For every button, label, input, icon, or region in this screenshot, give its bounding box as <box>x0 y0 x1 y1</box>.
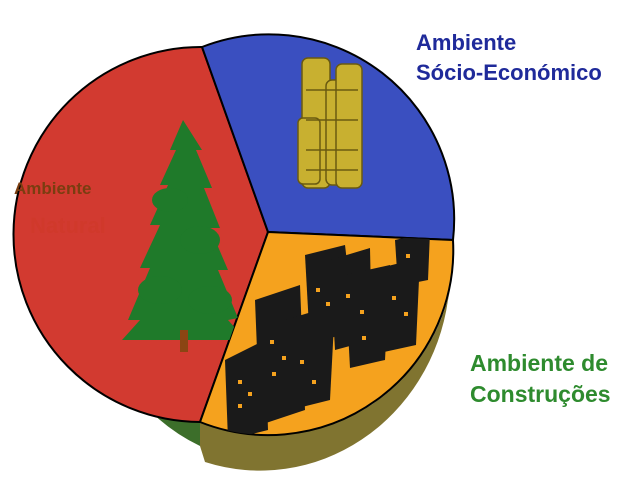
label-construcoes: Ambiente de Construções <box>470 348 611 410</box>
city-buildings-icon <box>225 232 430 436</box>
books-icon <box>297 57 363 189</box>
label-natural-line1: Ambiente <box>14 179 92 198</box>
pie-rim <box>85 258 450 471</box>
tree-icon <box>122 120 246 352</box>
rim-construcoes-side <box>200 290 450 471</box>
tree-trunk-icon <box>180 330 188 352</box>
label-construcoes-line2: Construções <box>470 381 611 407</box>
label-natural-line2: Natural <box>30 213 106 238</box>
label-socio-line1: Ambiente <box>416 30 517 55</box>
label-socio-economico: Ambiente Sócio-Económico <box>416 28 602 88</box>
label-construcoes-line1: Ambiente de <box>470 350 609 376</box>
rim-natural-side <box>85 258 200 446</box>
label-socio-line2: Sócio-Económico <box>416 60 602 85</box>
